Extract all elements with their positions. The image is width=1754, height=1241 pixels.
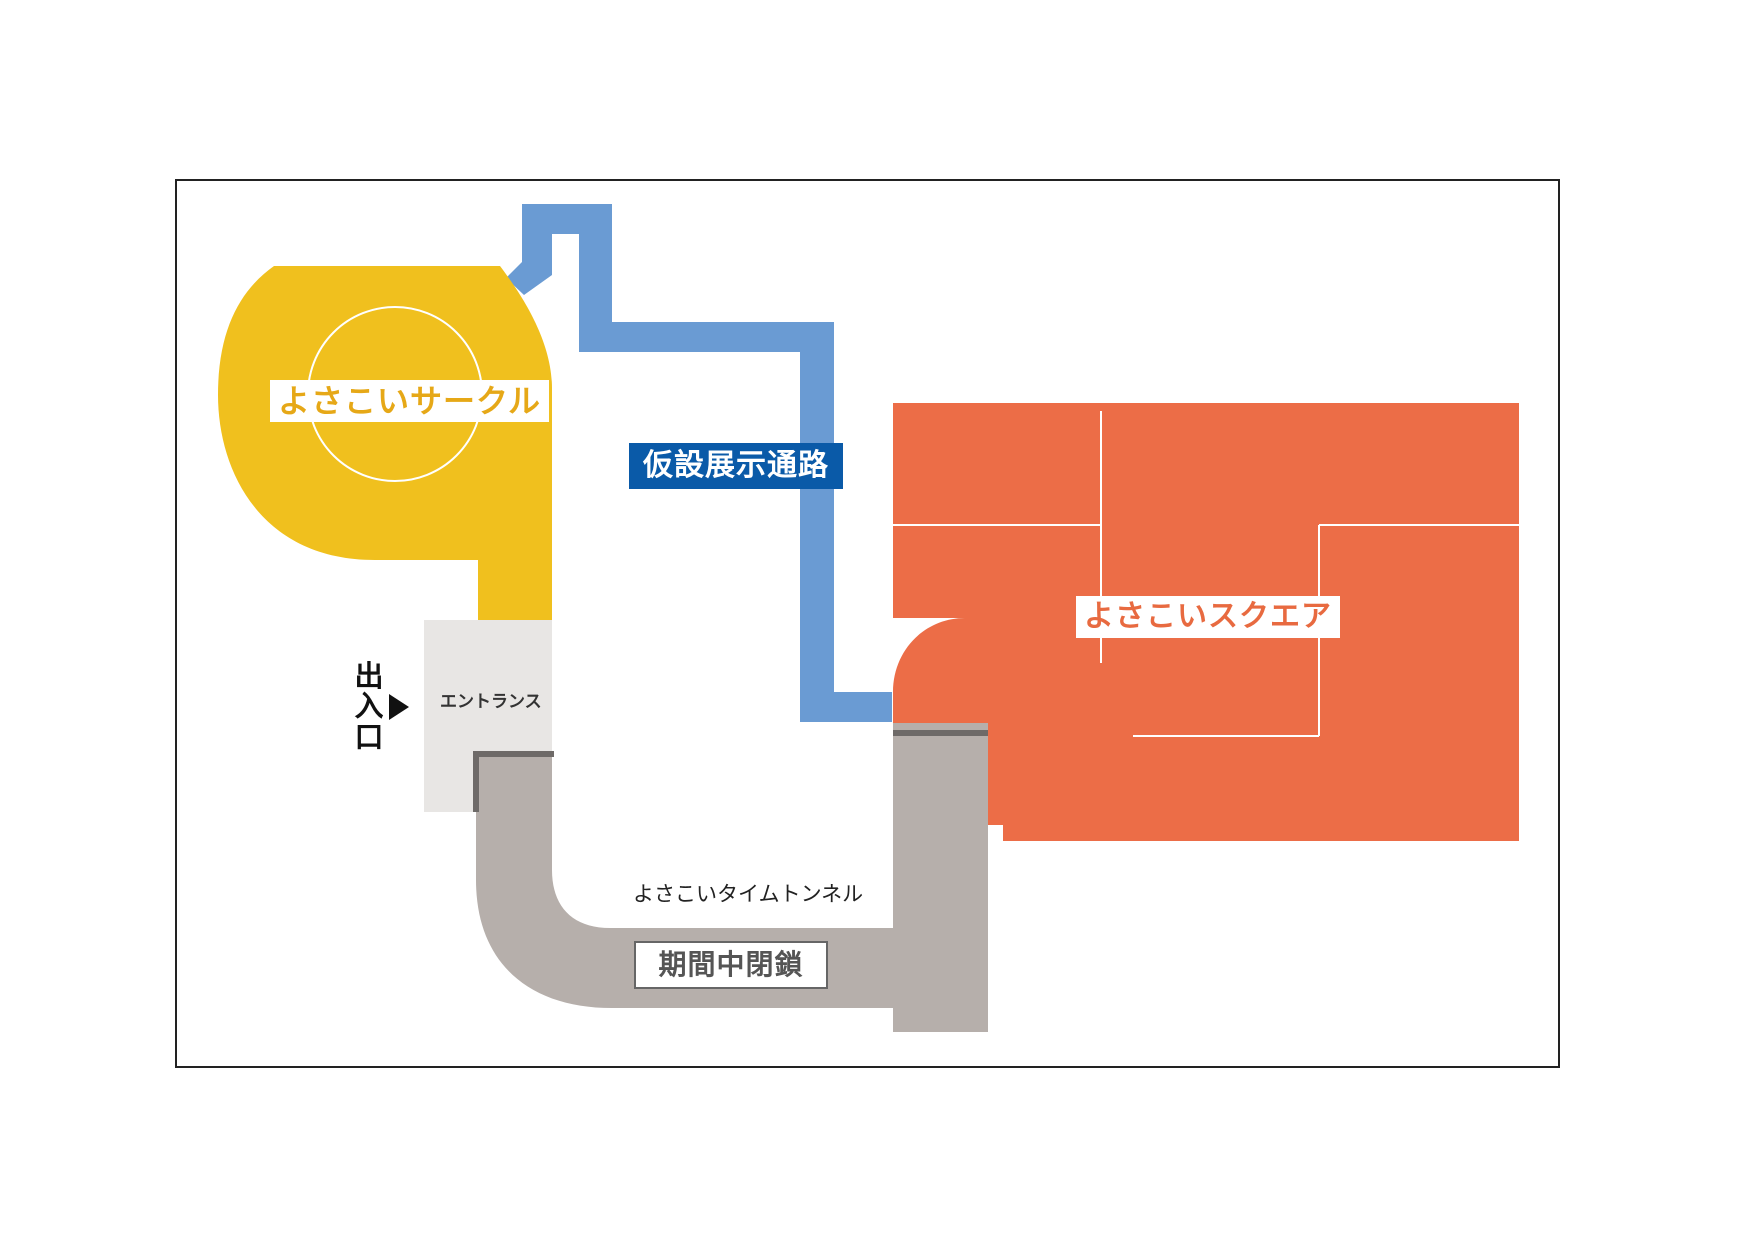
- square-label: よさこいスクエア: [1076, 596, 1340, 638]
- entrance-label: エントランス: [440, 692, 542, 712]
- tunnel-label: よさこいタイムトンネル: [633, 882, 864, 906]
- closed-badge: 期間中閉鎖: [634, 941, 828, 989]
- passage-label: 仮設展示通路: [629, 443, 843, 489]
- exit-label: 出入口: [354, 659, 384, 754]
- tunnel-entry-wall: [473, 751, 554, 812]
- exit-marker[interactable]: 出入口: [353, 661, 409, 752]
- circle-label: よさこいサークル: [270, 380, 550, 422]
- tunnel-zone[interactable]: [473, 723, 988, 1032]
- arrow-right-icon: [389, 693, 409, 720]
- passage-zone[interactable]: [506, 204, 892, 723]
